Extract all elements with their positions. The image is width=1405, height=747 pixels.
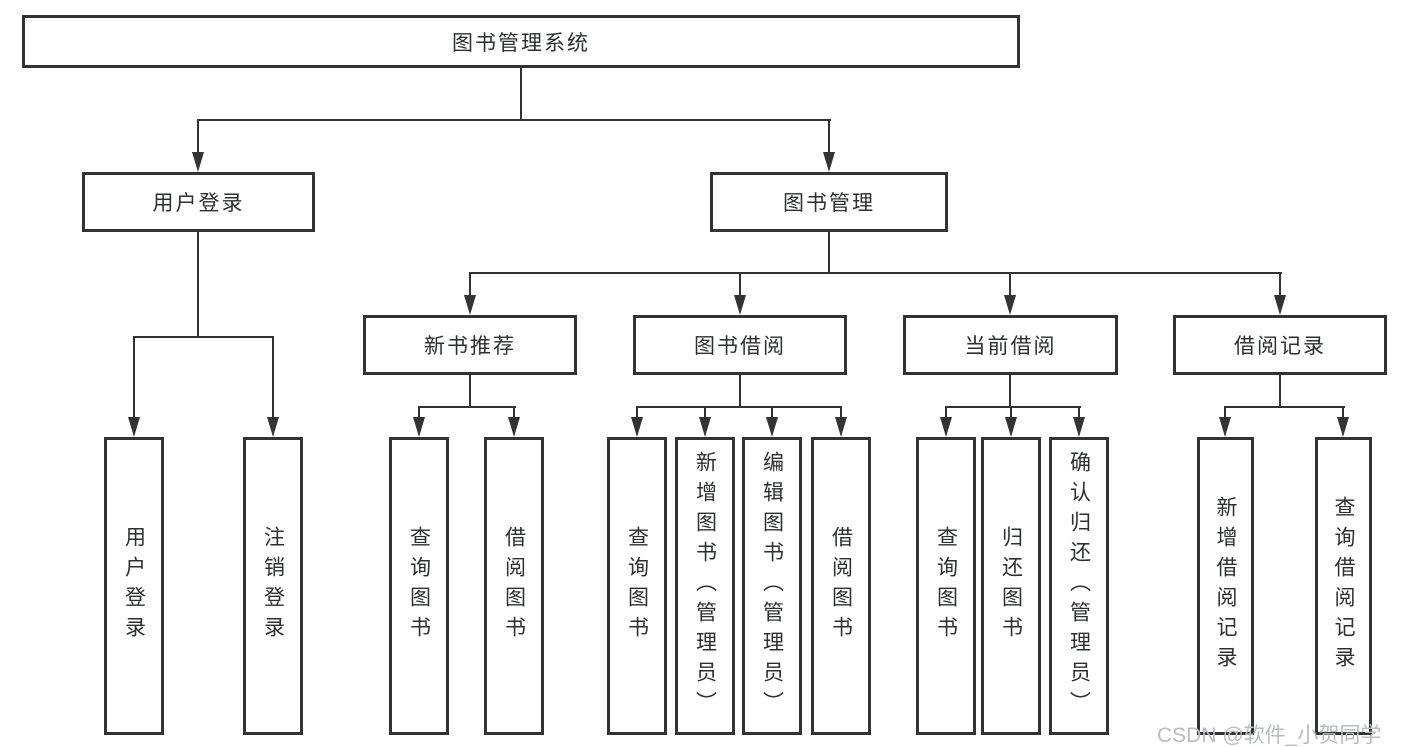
connector-drop [704,406,706,419]
connector-book-mgmt-stem [828,231,830,274]
node-book-borrow-label: 图书借阅 [694,335,786,358]
arrow-down-icon [413,417,425,437]
connector-drop [1009,272,1011,297]
arrow-down-icon [1337,417,1349,437]
connector-drop [636,406,638,419]
leaf-query-books-2-label: 查询图书 [625,526,649,646]
leaf-query-books-3-label: 查询图书 [934,526,958,646]
connector-drop-book-mgmt [828,119,830,153]
node-new-book-recommend: 新书推荐 [363,315,577,375]
connector-book-mgmt-branch [469,272,1282,274]
leaf-query-borrow-record: 查询借阅记录 [1315,437,1372,735]
leaf-query-books-1: 查询图书 [389,437,449,735]
arrow-down-icon [1005,417,1017,437]
leaf-edit-books-admin-label: 编辑图书（管理员） [760,451,784,721]
connector-drop [739,272,741,297]
arrow-down-icon [835,417,847,437]
leaf-borrow-books-1: 借阅图书 [484,437,544,735]
leaf-query-borrow-record-label: 查询借阅记录 [1332,496,1355,676]
connector-branch [945,406,1081,408]
leaf-add-borrow-record: 新增借阅记录 [1197,437,1254,735]
connector-drop [1279,272,1281,297]
node-current-borrow: 当前借阅 [903,315,1118,375]
connector-drop [771,406,773,419]
csdn-watermark: CSDN @软件_小贺同学 [1157,724,1382,747]
leaf-return-books: 归还图书 [981,437,1041,735]
connector-drop [1224,406,1226,419]
node-book-management: 图书管理 [710,172,948,232]
arrow-down-icon [823,152,835,172]
connector-drop [469,272,471,297]
arrow-down-icon [464,295,476,315]
arrow-down-icon [1274,295,1286,315]
connector-root-branch [197,119,831,121]
leaf-query-books-1-label: 查询图书 [407,526,431,646]
connector-branch [636,406,842,408]
leaf-edit-books-admin: 编辑图书（管理员） [742,437,802,735]
connector-drop [418,406,420,419]
connector-stem [1279,374,1281,408]
leaf-logout-label: 注销登录 [261,526,285,646]
arrow-down-icon [631,417,643,437]
node-book-management-label: 图书管理 [783,192,875,215]
leaf-borrow-books-1-label: 借阅图书 [502,526,526,646]
connector-drop [272,336,274,419]
connector-branch [418,406,516,408]
leaf-query-books-2: 查询图书 [607,437,667,735]
arrow-down-icon [128,417,140,437]
connector-drop [133,336,135,419]
leaf-add-borrow-record-label: 新增借阅记录 [1214,496,1237,676]
arrow-down-icon [940,417,952,437]
connector-user-login-branch [133,336,274,338]
node-user-login-label: 用户登录 [152,192,245,215]
node-root-label: 图书管理系统 [452,31,590,55]
connector-stem [469,374,471,408]
leaf-confirm-return-admin-label: 确认归还（管理员） [1067,451,1091,721]
arrow-down-icon [1073,417,1085,437]
arrow-down-icon [1004,295,1016,315]
arrow-down-icon [734,295,746,315]
arrow-down-icon [192,152,204,172]
connector-user-login-stem [197,231,199,338]
leaf-user-login-label: 用户登录 [122,526,146,646]
connector-stem [1009,374,1011,408]
connector-drop-user-login [197,119,199,153]
leaf-add-books-admin: 新增图书（管理员） [675,437,735,735]
connector-branch [1224,406,1345,408]
node-root: 图书管理系统 [22,15,1020,68]
leaf-query-books-3: 查询图书 [916,437,976,735]
node-current-borrow-label: 当前借阅 [964,335,1057,358]
connector-drop [1342,406,1344,419]
connector-root-stem [520,67,522,121]
leaf-confirm-return-admin: 确认归还（管理员） [1049,437,1109,735]
leaf-borrow-books-2-label: 借阅图书 [829,526,853,646]
leaf-borrow-books-2: 借阅图书 [811,437,871,735]
node-new-book-recommend-label: 新书推荐 [424,335,516,358]
arrow-down-icon [267,417,279,437]
connector-drop [1010,406,1012,419]
connector-stem [739,374,741,408]
node-user-login: 用户登录 [82,172,315,232]
node-borrow-records: 借阅记录 [1173,315,1387,375]
arrow-down-icon [766,417,778,437]
leaf-return-books-label: 归还图书 [999,526,1023,646]
leaf-user-login: 用户登录 [104,437,164,735]
connector-drop [513,406,515,419]
leaf-add-books-admin-label: 新增图书（管理员） [693,451,717,721]
connector-drop [945,406,947,419]
arrow-down-icon [699,417,711,437]
arrow-down-icon [508,417,520,437]
node-book-borrow: 图书借阅 [633,315,847,375]
leaf-logout: 注销登录 [243,437,303,735]
arrow-down-icon [1219,417,1231,437]
node-borrow-records-label: 借阅记录 [1234,335,1326,358]
connector-drop [1078,406,1080,419]
connector-drop [840,406,842,419]
